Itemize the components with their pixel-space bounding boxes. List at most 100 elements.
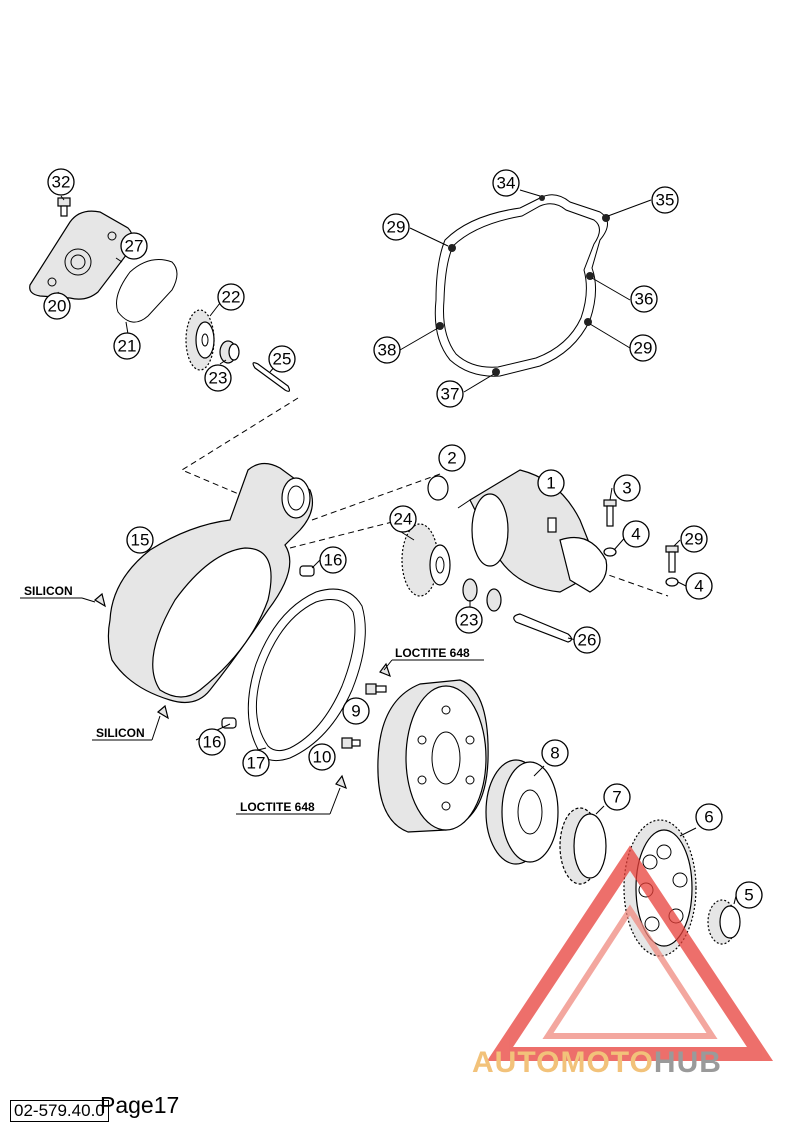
- svg-text:2: 2: [447, 449, 456, 468]
- svg-text:LOCTITE 648: LOCTITE 648: [395, 646, 470, 660]
- svg-text:16: 16: [324, 551, 343, 570]
- callout-9: 9: [342, 697, 370, 725]
- callout-4-upper: 4: [622, 520, 650, 548]
- svg-text:23: 23: [209, 369, 228, 388]
- gasket-part-21: [116, 259, 178, 323]
- note-loctite-upper: LOCTITE 648: [383, 646, 484, 671]
- callout-22: 22: [217, 283, 245, 311]
- callout-37: 37: [436, 380, 464, 408]
- note-loctite-lower: LOCTITE 648: [236, 787, 341, 815]
- bolt-part-3: [603, 499, 617, 527]
- svg-text:26: 26: [578, 631, 597, 650]
- svg-text:25: 25: [273, 350, 292, 369]
- bolt-part-29: [665, 545, 679, 573]
- bolt-part-10: [341, 737, 361, 749]
- gasket-part-outer: [434, 194, 610, 377]
- watermark-brand-text: AUTOMOTOHUB: [472, 1046, 722, 1079]
- needle-bearing-part-23-top: [219, 340, 240, 364]
- callout-8: 8: [541, 739, 569, 767]
- loctite-dab-lower: [335, 774, 347, 790]
- needle-bearing-part-23-mid-b: [486, 588, 502, 612]
- svg-text:9: 9: [351, 702, 360, 721]
- shaft-part-26: [513, 613, 573, 643]
- gear-part-22: [185, 309, 215, 371]
- svg-text:3: 3: [622, 479, 631, 498]
- sprag-clutch-part-7: [559, 807, 607, 885]
- washer-part-4-lower: [665, 577, 679, 587]
- svg-text:LOCTITE 648: LOCTITE 648: [240, 800, 315, 814]
- callout-1: 1: [537, 469, 565, 497]
- callout-23-mid: 23: [455, 606, 483, 634]
- callout-5: 5: [735, 881, 763, 909]
- callout-23-top: 23: [204, 364, 232, 392]
- pin-part-27: [115, 257, 123, 263]
- callout-38: 38: [373, 336, 401, 364]
- callout-27: 27: [120, 232, 148, 260]
- callout-34: 34: [492, 169, 520, 197]
- gasket-part-17: [247, 588, 366, 762]
- svg-text:1: 1: [546, 474, 555, 493]
- svg-text:6: 6: [704, 808, 713, 827]
- svg-text:SILICON: SILICON: [96, 726, 145, 740]
- pump-cover-part-20: [29, 210, 134, 300]
- svg-text:38: 38: [378, 341, 397, 360]
- svg-text:29: 29: [685, 530, 704, 549]
- callout-36: 36: [630, 285, 658, 313]
- generator-cover-part-15: [107, 462, 313, 703]
- svg-text:20: 20: [48, 297, 67, 316]
- callout-26: 26: [573, 626, 601, 654]
- svg-text:36: 36: [635, 290, 654, 309]
- svg-text:4: 4: [694, 577, 703, 596]
- callout-16-upper: 16: [319, 546, 347, 574]
- intermediate-gear-part-24: [401, 523, 451, 597]
- svg-text:29: 29: [634, 339, 653, 358]
- callout-35: 35: [651, 186, 679, 214]
- svg-text:27: 27: [125, 237, 144, 256]
- callout-6: 6: [695, 803, 723, 831]
- callout-10: 10: [308, 743, 336, 771]
- svg-text:34: 34: [497, 174, 516, 193]
- loctite-dab-upper: [379, 662, 391, 678]
- document-number: 02-579.40.0: [10, 1100, 109, 1122]
- callout-25: 25: [268, 345, 296, 373]
- freewheel-hub-part-8: [485, 759, 559, 865]
- bolt-part-32: [57, 197, 71, 217]
- svg-text:SILICON: SILICON: [24, 584, 73, 598]
- rotor-part-flywheel: [377, 679, 489, 833]
- silicon-dab-upper: [93, 592, 106, 608]
- dowel-part-16-lower: [221, 717, 237, 729]
- svg-text:4: 4: [631, 525, 640, 544]
- washer-part-4-upper: [603, 547, 617, 557]
- svg-text:22: 22: [222, 288, 241, 307]
- watermark-logo: [486, 845, 774, 1061]
- svg-text:24: 24: [394, 510, 413, 529]
- dowel-part-16-upper: [299, 565, 315, 577]
- callout-15: 15: [126, 526, 154, 554]
- svg-text:16: 16: [203, 733, 222, 752]
- svg-text:37: 37: [441, 385, 460, 404]
- callout-16-lower: 16: [198, 728, 226, 756]
- svg-text:7: 7: [612, 788, 621, 807]
- callout-20: 20: [43, 292, 71, 320]
- callout-3: 3: [613, 474, 641, 502]
- callout-4-lower: 4: [685, 572, 713, 600]
- svg-text:23: 23: [460, 611, 479, 630]
- callout-17: 17: [242, 749, 270, 777]
- svg-text:15: 15: [131, 531, 150, 550]
- callout-2: 2: [438, 444, 466, 472]
- callout-29-bolt: 29: [680, 525, 708, 553]
- needle-bearing-part-5: [707, 899, 741, 945]
- svg-text:10: 10: [313, 748, 332, 767]
- callout-29-right: 29: [629, 334, 657, 362]
- shaft-part-25: [252, 362, 291, 392]
- note-silicon-lower: SILICON: [92, 715, 161, 741]
- svg-text:32: 32: [52, 173, 71, 192]
- starter-motor-part-1: [427, 469, 608, 593]
- svg-text:17: 17: [247, 754, 266, 773]
- needle-bearing-part-23-mid-a: [462, 578, 478, 602]
- page-label: Page17: [100, 1092, 180, 1118]
- svg-text:29: 29: [387, 218, 406, 237]
- silicon-dab-lower: [156, 704, 169, 720]
- bolt-part-9: [365, 683, 387, 695]
